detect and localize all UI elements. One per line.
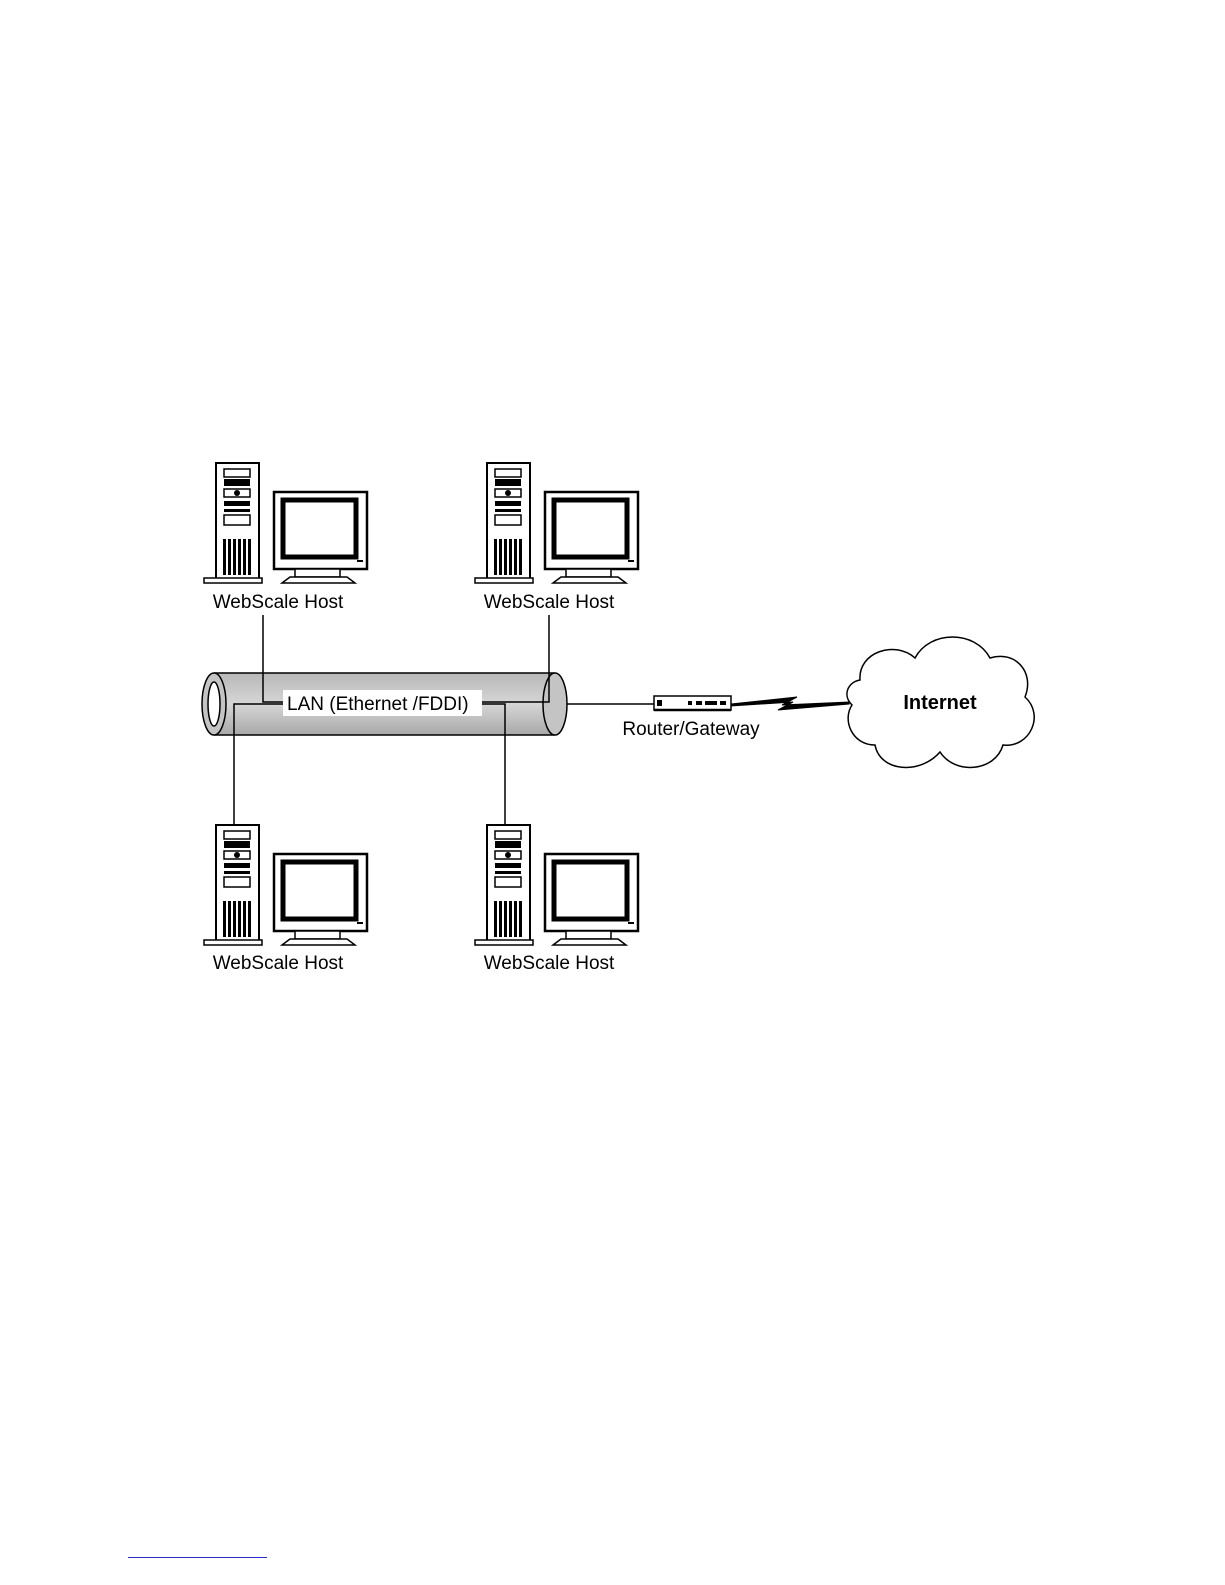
lan-label: LAN (Ethernet /FDDI) [287, 694, 469, 715]
host-label: WebScale Host [213, 592, 344, 613]
internet-cloud: Internet [847, 637, 1034, 767]
host-label: WebScale Host [213, 953, 344, 974]
host-label: WebScale Host [484, 592, 615, 613]
webscale-host: WebScale Host [475, 825, 638, 974]
webscale-host: WebScale Host [475, 463, 638, 613]
wan-lightning-icon [731, 697, 849, 710]
server-computer-icon [204, 463, 367, 583]
host-label: WebScale Host [484, 953, 615, 974]
server-computer-icon [475, 463, 638, 583]
footnote-separator [128, 1557, 267, 1558]
server-computer-icon [475, 825, 638, 945]
router-label: Router/Gateway [622, 719, 760, 740]
internet-label: Internet [903, 692, 977, 714]
webscale-host: WebScale Host [204, 825, 367, 974]
router-icon [654, 696, 731, 710]
webscale-host: WebScale Host [204, 463, 367, 613]
server-computer-icon [204, 825, 367, 945]
